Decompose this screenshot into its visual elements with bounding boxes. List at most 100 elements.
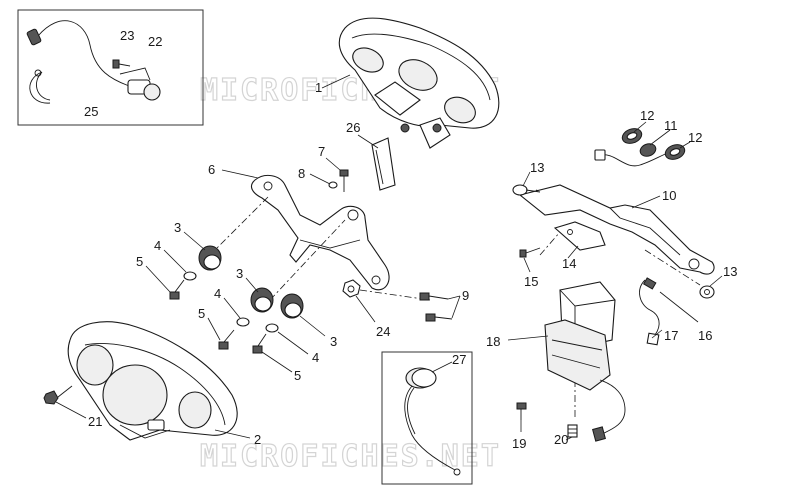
leader-10 — [631, 195, 661, 209]
leader-7 — [325, 157, 341, 171]
bracket-part-26 — [371, 137, 396, 191]
screw-part-23 — [112, 59, 131, 69]
centerline-a — [209, 194, 271, 256]
control-unit-part-18 — [544, 281, 626, 436]
leader-5a — [145, 265, 171, 293]
grommet-part-3-c — [280, 293, 304, 319]
callout-15: 15 — [524, 274, 538, 289]
screw-part-13-a — [512, 184, 541, 196]
cable-part-16 — [639, 277, 660, 346]
leader-5c — [261, 351, 293, 373]
callout-24: 24 — [376, 324, 390, 339]
nut-part-13-b — [699, 285, 715, 299]
centerline-e — [539, 231, 561, 256]
washer-part-4-b — [236, 317, 250, 327]
inset-box-ambient-sensor — [381, 351, 473, 485]
callout-1: 1 — [315, 80, 322, 95]
callout-14: 14 — [562, 256, 576, 271]
leader-1 — [321, 74, 351, 89]
watermark-bottom: MICROFICHES.NET — [200, 439, 501, 474]
leader-24 — [355, 295, 376, 323]
callout-25: 25 — [84, 104, 98, 119]
washer-part-8 — [328, 181, 338, 189]
bulb-cap-part-12-a — [621, 128, 643, 144]
callout-22: 22 — [148, 34, 162, 49]
callout-6: 6 — [208, 162, 215, 177]
callout-3: 3 — [174, 220, 181, 235]
leader-3b — [245, 277, 259, 293]
callout-4: 4 — [154, 238, 161, 253]
leader-9b — [451, 295, 461, 319]
leader-15 — [523, 257, 531, 273]
leader-14 — [567, 245, 579, 259]
leader-12a — [633, 121, 647, 133]
leader-12b — [679, 141, 691, 149]
leader-11 — [649, 129, 671, 146]
callout-18: 18 — [486, 334, 500, 349]
plate-part-14 — [553, 221, 606, 251]
leader-8 — [309, 173, 331, 185]
callout-23: 23 — [120, 28, 134, 43]
callout-13: 13 — [723, 264, 737, 279]
callout-17: 17 — [664, 328, 678, 343]
screw-part-9-a — [419, 292, 449, 301]
centerline-c — [359, 289, 431, 301]
callout-13: 13 — [530, 160, 544, 175]
bulb-cap-part-12-b — [664, 144, 686, 160]
callout-27: 27 — [452, 352, 466, 367]
connector-part-20-plug — [592, 426, 606, 442]
callout-8: 8 — [298, 166, 305, 181]
grommet-part-3-b — [250, 287, 274, 313]
screw-part-19 — [516, 402, 527, 420]
callout-10: 10 — [662, 188, 676, 203]
inset-box-sensor — [17, 9, 204, 126]
callout-4: 4 — [214, 286, 221, 301]
bulb-holder-part-11 — [594, 143, 671, 167]
leader-6 — [221, 169, 259, 179]
callout-20: 20 — [554, 432, 568, 447]
callout-7: 7 — [318, 144, 325, 159]
grommet-part-3-a — [198, 245, 222, 271]
instrument-cover-part-2 — [67, 321, 238, 441]
screw-part-5-b — [218, 329, 235, 350]
callout-26: 26 — [346, 120, 360, 135]
sensor-part-27 — [404, 367, 461, 476]
leader-27 — [431, 361, 453, 373]
leader-3c — [299, 315, 326, 337]
screw-part-5-a — [169, 279, 185, 300]
instrument-panel-part-1 — [338, 17, 500, 149]
washer-part-4-a — [183, 271, 197, 281]
clip-part-25 — [29, 69, 51, 104]
leader-20 — [565, 436, 573, 441]
leader-16 — [659, 291, 699, 323]
leader-3a — [183, 231, 206, 251]
screw-part-21 — [43, 385, 73, 405]
support-bracket-part-10 — [518, 184, 715, 275]
callout-11: 11 — [664, 118, 678, 133]
callout-2: 2 — [254, 432, 261, 447]
callout-21: 21 — [88, 414, 102, 429]
leader-9a — [447, 295, 461, 300]
mounting-bracket-part-6 — [250, 174, 390, 291]
callout-4: 4 — [312, 350, 319, 365]
callout-12: 12 — [688, 130, 702, 145]
screw-part-9-b — [425, 313, 453, 322]
leader-17 — [651, 329, 663, 339]
callout-5: 5 — [136, 254, 143, 269]
callout-19: 19 — [512, 436, 526, 451]
callout-9: 9 — [462, 288, 469, 303]
leader-21 — [55, 401, 87, 419]
washer-part-4-c — [265, 323, 279, 333]
callout-3: 3 — [330, 334, 337, 349]
callout-3: 3 — [236, 266, 243, 281]
centerline-f — [644, 249, 701, 286]
leader-4b — [223, 297, 241, 319]
screw-part-15 — [519, 247, 541, 258]
leader-13b — [709, 275, 723, 287]
centerline-b — [269, 219, 346, 301]
nut-part-24 — [342, 279, 361, 298]
callout-12: 12 — [640, 108, 654, 123]
screw-part-5-c — [252, 333, 267, 354]
leader-26 — [357, 134, 379, 149]
